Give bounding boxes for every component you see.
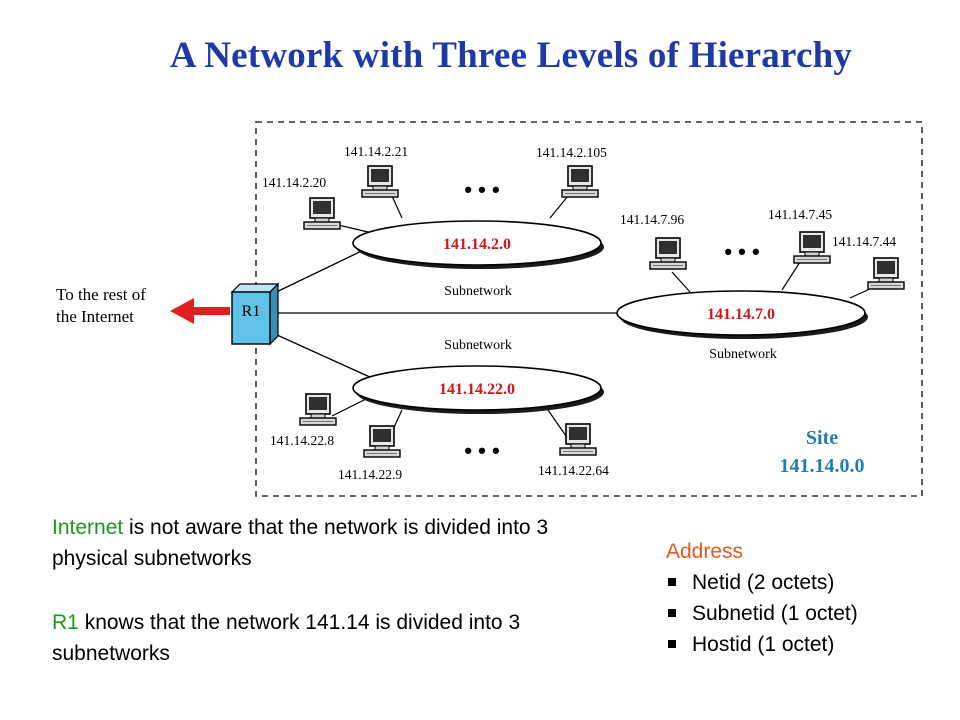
site-label: Site (806, 427, 838, 449)
list-item: Subnetid (1 octet) (666, 598, 858, 629)
host-address: 141.14.2.105 (536, 145, 607, 160)
host-address: 141.14.2.21 (344, 144, 408, 159)
subnet-3-address: 141.14.22.0 (439, 381, 515, 398)
more-hosts-ellipsis: • • • (464, 438, 499, 463)
link-r1-subnet3 (265, 329, 373, 379)
internet-note: Internet is not aware that the network i… (52, 512, 572, 574)
subnet-1-address: 141.14.2.0 (443, 236, 511, 253)
host-address: 141.14.22.8 (270, 433, 334, 448)
host-address: 141.14.7.45 (768, 207, 832, 222)
computer-icon (363, 425, 401, 458)
subnet-1: 141.14.2.0 (352, 220, 604, 269)
list-item: Hostid (1 octet) (666, 629, 858, 660)
computer-icon (867, 257, 905, 290)
list-item: Netid (2 octets) (666, 567, 858, 598)
slide-title: A Network with Three Levels of Hierarchy (169, 35, 853, 76)
router-r1: R1 (230, 282, 280, 346)
subnet-2-caption: Subnetwork (709, 347, 777, 362)
internet-note-text: is not aware that the network is divided… (52, 516, 549, 570)
to-internet-arrow (170, 298, 230, 324)
more-hosts-ellipsis: • • • (464, 177, 499, 202)
subnet-1-caption: Subnetwork (444, 284, 512, 299)
computer-icon (303, 197, 341, 230)
computer-icon (361, 165, 399, 198)
computer-icon (793, 231, 831, 264)
subnet-2: 141.14.7.0 (616, 290, 868, 339)
subnet-3-caption: Subnetwork (444, 338, 512, 353)
r1-note: R1 knows that the network 141.14 is divi… (52, 607, 572, 669)
site-address: 141.14.0.0 (780, 455, 865, 477)
host-address: 141.14.2.20 (262, 175, 326, 190)
external-label-line1: To the rest of (56, 285, 146, 304)
computer-icon (559, 423, 597, 456)
link-r1-subnet1 (265, 245, 373, 298)
router-label: R1 (242, 303, 261, 320)
computer-icon (299, 393, 337, 426)
subnet-3: 141.14.22.0 (352, 365, 604, 414)
more-hosts-ellipsis: • • • (724, 239, 759, 264)
host-address: 141.14.22.64 (538, 463, 609, 478)
subnet-2-address: 141.14.7.0 (707, 306, 775, 323)
external-label-line2: the Internet (56, 307, 134, 326)
host-address: 141.14.22.9 (338, 467, 402, 482)
internet-keyword: Internet (52, 516, 124, 539)
computer-icon (561, 165, 599, 198)
address-parts-list: Netid (2 octets) Subnetid (1 octet) Host… (666, 567, 858, 660)
computer-icon (649, 237, 687, 270)
address-title: Address (666, 540, 744, 563)
r1-keyword: R1 (52, 611, 79, 634)
host-address: 141.14.7.44 (832, 234, 896, 249)
address-structure: Address Netid (2 octets) Subnetid (1 oct… (666, 536, 858, 660)
r1-note-text: knows that the network 141.14 is divided… (52, 611, 521, 665)
host-address: 141.14.7.96 (620, 212, 684, 227)
